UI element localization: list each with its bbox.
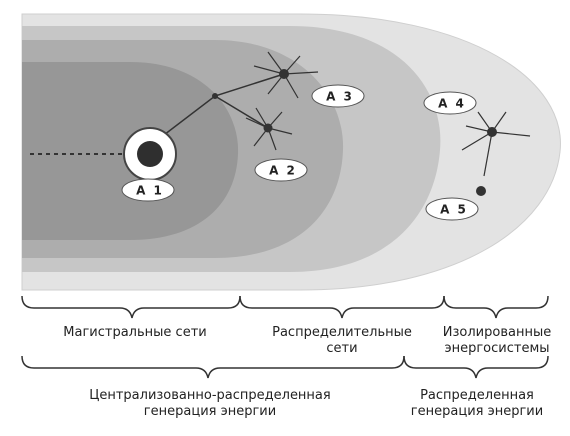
generation-label-centralized-line2: генерация энергии — [143, 404, 277, 419]
generation-label-distributed: Распределенная генерация энергии — [402, 388, 552, 420]
label-a4-text: А 4 — [438, 97, 466, 111]
brace-isolated — [443, 295, 549, 319]
label-a5: А 5 — [425, 197, 479, 221]
cluster-a3-hub — [279, 69, 289, 79]
label-a3: А 3 — [311, 84, 365, 108]
label-a3-text: А 3 — [326, 90, 354, 104]
label-a5-text: А 5 — [440, 203, 468, 217]
zone-label-trunk: Магистральные сети — [40, 325, 230, 341]
generation-label-distributed-line2: генерация энергии — [410, 404, 544, 419]
zone-label-isolated-line1: Изолированные — [442, 325, 552, 340]
cluster-a2-hub — [263, 123, 273, 133]
cluster-a4-hub — [487, 127, 497, 137]
label-a2-text: А 2 — [269, 164, 297, 178]
zone-label-distribution-line1: Распределительные — [272, 325, 412, 340]
zone-label-distribution: Распределительные сети — [262, 325, 422, 357]
generation-label-distributed-line1: Распределенная — [420, 388, 534, 403]
label-a1-text: А 1 — [136, 184, 164, 198]
isolated-node-a5 — [476, 186, 486, 196]
label-a2: А 2 — [254, 158, 308, 182]
zone-label-trunk-text: Магистральные сети — [63, 325, 207, 340]
zone-label-distribution-line2: сети — [326, 341, 358, 356]
link-junction-a2 — [214, 95, 269, 129]
zone-label-isolated-line2: энергосистемы — [444, 341, 550, 356]
label-a1: А 1 — [121, 178, 175, 202]
generation-label-centralized: Централизованно-распределенная генерация… — [60, 388, 360, 420]
junction-node — [212, 93, 218, 99]
zone-label-isolated: Изолированные энергосистемы — [436, 325, 558, 357]
brace-distribution — [239, 295, 445, 319]
brace-trunk — [21, 295, 241, 319]
main-station-a1 — [123, 127, 177, 181]
brace-centralized — [21, 355, 405, 379]
brace-distributed — [403, 355, 549, 379]
generation-label-centralized-line1: Централизованно-распределенная — [89, 388, 331, 403]
label-a4: А 4 — [423, 91, 477, 115]
